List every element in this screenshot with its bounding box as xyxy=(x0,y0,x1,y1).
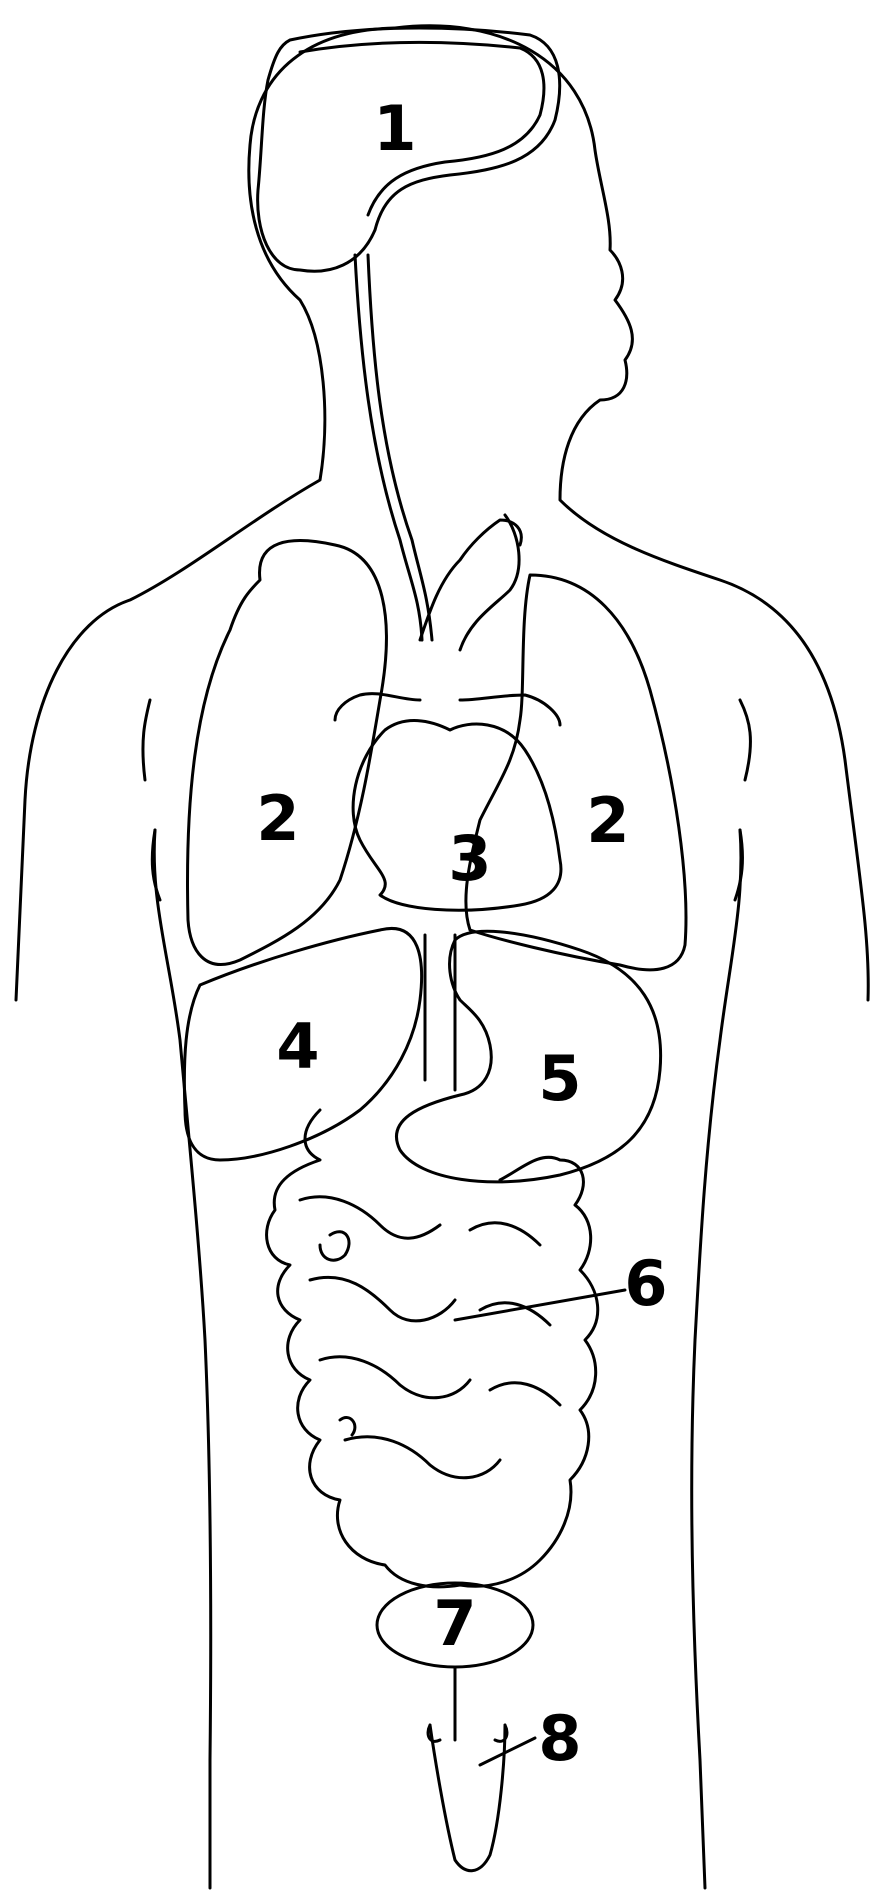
arm-left-inner xyxy=(143,700,160,900)
label-intestine: 6 xyxy=(624,1247,667,1320)
brain-inner-line xyxy=(300,42,544,215)
label-lung-left: 2 xyxy=(256,782,299,855)
label-urethra: 8 xyxy=(538,1702,581,1775)
label-bladder: 7 xyxy=(433,1587,476,1660)
body-outline-left xyxy=(16,28,395,1000)
label-liver: 4 xyxy=(276,1010,319,1083)
torso-right-side xyxy=(692,830,741,1888)
label-brain: 1 xyxy=(373,92,416,165)
label-lung-right: 2 xyxy=(586,784,629,857)
lung-left xyxy=(187,541,386,965)
aorta-arteries xyxy=(420,515,521,650)
torso-left-side xyxy=(154,830,211,1888)
spinal-cord xyxy=(355,255,432,640)
bronchi xyxy=(335,694,560,725)
urethra-leader-line xyxy=(480,1738,535,1765)
urethra xyxy=(428,1667,507,1871)
label-stomach: 5 xyxy=(538,1042,581,1115)
lung-right xyxy=(466,575,686,970)
stomach xyxy=(396,931,660,1182)
arm-right-inner xyxy=(735,700,750,900)
label-heart: 3 xyxy=(448,822,491,895)
intestine-folds xyxy=(300,1197,560,1478)
intestines xyxy=(267,1110,598,1587)
